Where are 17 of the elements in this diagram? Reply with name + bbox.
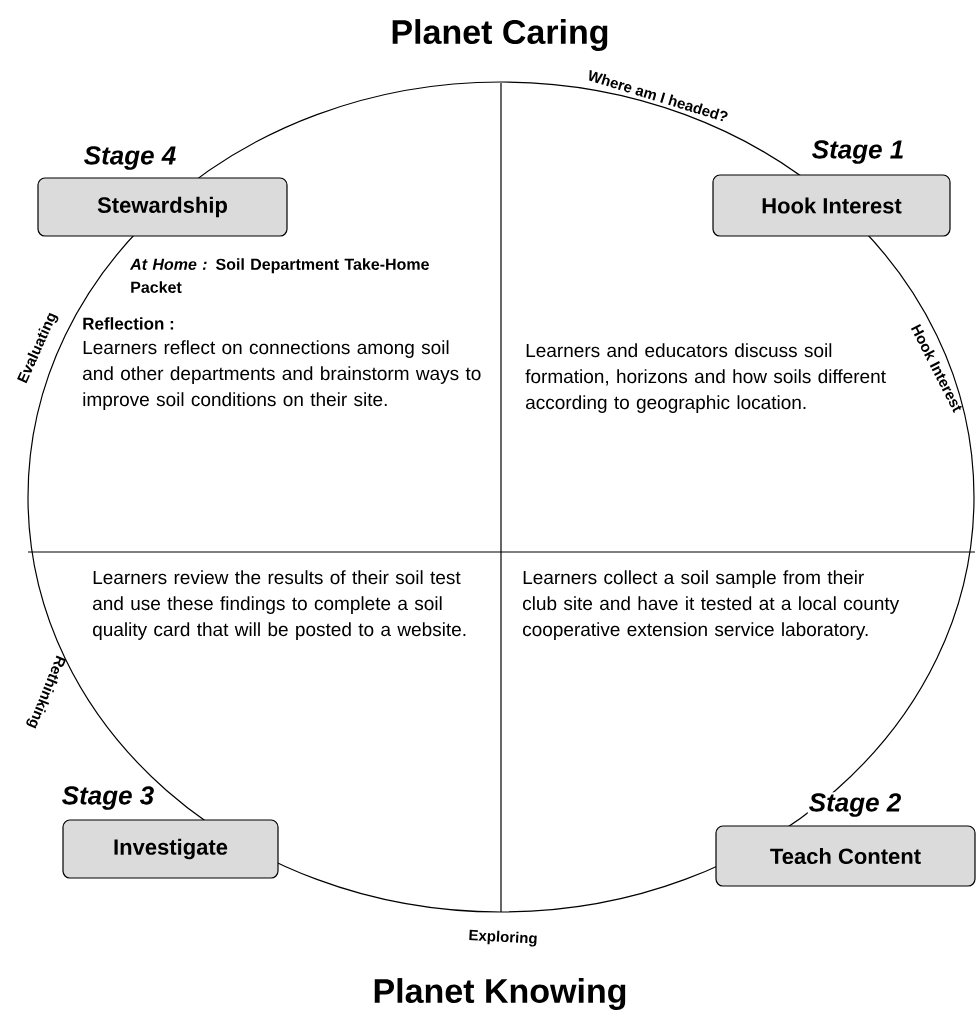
stage-box: Stewardship xyxy=(37,177,288,237)
stage-label: Stage 1 xyxy=(810,139,906,165)
body-text: Learners review the results of their soil test and use these findings to complete a soil quality card that will be posted to a website. xyxy=(93,570,466,640)
stage-box: Investigate xyxy=(62,819,279,879)
section-heading: Reflection : xyxy=(83,317,174,330)
heading: Planet Knowing xyxy=(374,978,626,1010)
arc-label: Exploring xyxy=(469,929,537,947)
stage-box: Teach Content xyxy=(715,825,976,887)
body-text: Learners and educators discuss soil formation, horizons and how soils different according to geographic location. xyxy=(525,343,886,413)
body-text: Learners collect a soil sample from their club site and have it tested at a local county cooperative extension service laboratory. xyxy=(523,570,900,640)
note-text: At Home : Soil Department Take-Home Packet xyxy=(129,258,429,293)
stage-label: Stage 2 xyxy=(807,792,903,818)
stage-box: Hook Interest xyxy=(712,174,951,237)
heading: Planet Caring xyxy=(392,19,608,51)
body-text: Learners reflect on connections among soil and other departments and brainstorm ways to improve soil conditions on their site. xyxy=(83,340,481,410)
stage-label: Stage 4 xyxy=(82,145,178,171)
stage-label: Stage 3 xyxy=(60,785,156,811)
